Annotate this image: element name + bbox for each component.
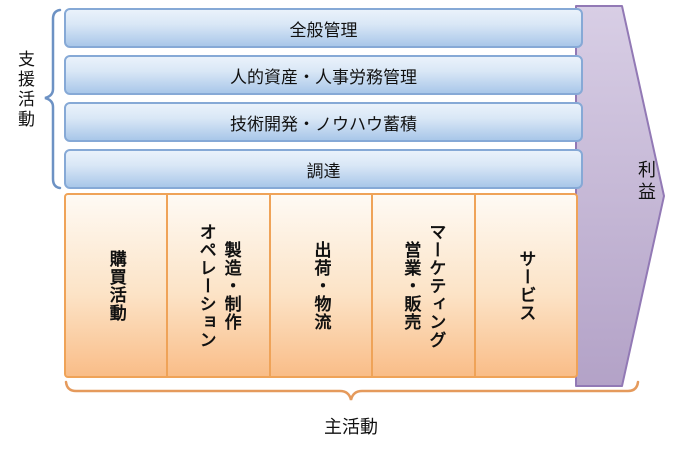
- primary-col-purchasing: 購買活動: [66, 195, 169, 376]
- primary-col-label: 製造・制作 オペレーション: [195, 222, 241, 349]
- primary-col-label: 出荷・物流: [310, 240, 331, 331]
- support-activities: 全般管理 人的資産・人事労務管理 技術開発・ノウハウ蓄積 調達: [64, 8, 583, 189]
- primary-col-service: サービス: [476, 195, 576, 376]
- primary-col-operations: 製造・制作 オペレーション: [168, 195, 271, 376]
- support-activities-label: 支援活動: [14, 50, 34, 130]
- support-row-hr-management: 人的資産・人事労務管理: [64, 55, 583, 95]
- support-row-label: 人的資産・人事労務管理: [230, 67, 417, 88]
- primary-activities: 購買活動 製造・制作 オペレーション 出荷・物流 マーケティング 営業・販売 サ…: [64, 193, 578, 378]
- primary-col-logistics: 出荷・物流: [271, 195, 374, 376]
- primary-col-label: マーケティング 営業・販売: [400, 222, 446, 349]
- support-row-label: 調達: [306, 161, 341, 182]
- support-row-procurement: 調達: [64, 149, 583, 189]
- primary-col-label: サービス: [515, 249, 536, 322]
- primary-col-marketing-sales: マーケティング 営業・販売: [373, 195, 476, 376]
- support-row-label: 技術開発・ノウハウ蓄積: [230, 114, 417, 135]
- support-row-general-management: 全般管理: [64, 8, 583, 48]
- support-row-label: 全般管理: [289, 20, 358, 41]
- primary-activities-label: 主活動: [324, 417, 378, 438]
- primary-col-label: 購買活動: [105, 249, 126, 322]
- support-row-technology-development: 技術開発・ノウハウ蓄積: [64, 102, 583, 142]
- profit-label: 利益: [635, 160, 656, 204]
